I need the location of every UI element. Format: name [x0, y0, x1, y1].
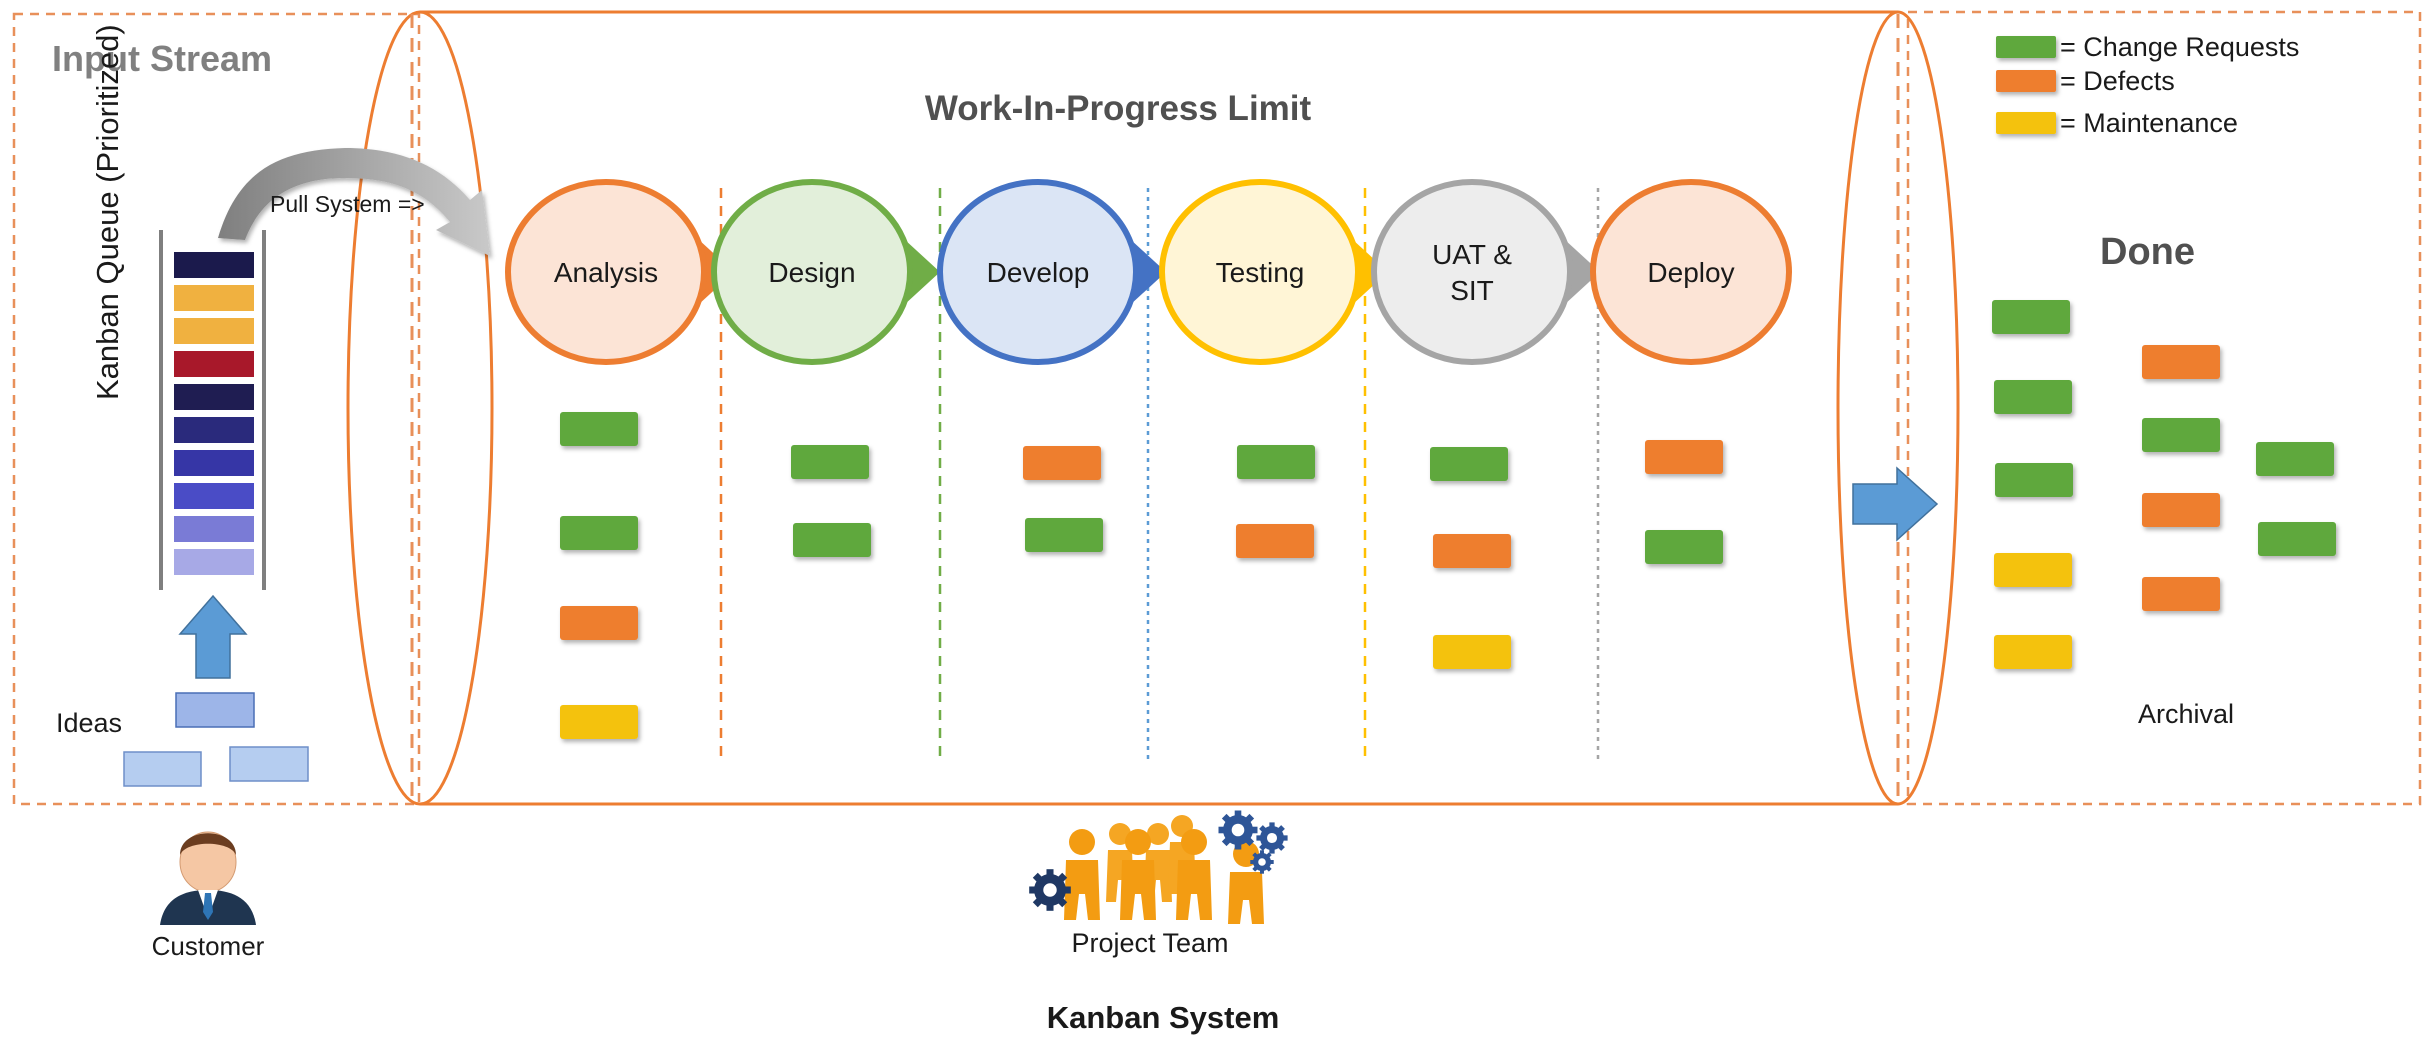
queue-item: [174, 516, 254, 542]
stage-design: Design: [711, 179, 940, 365]
input-stream-region: [12, 12, 421, 806]
done-item-defect: [2142, 493, 2220, 527]
wip-cylinder-left-cap: [346, 10, 494, 806]
work-item-change-request: [1645, 530, 1723, 564]
work-item-change-request: [791, 445, 869, 479]
stage-label: Design: [768, 257, 855, 288]
stage-label: Analysis: [554, 257, 658, 288]
done-item-change-request: [1995, 463, 2073, 497]
stage-circle: [1590, 179, 1792, 365]
legend-swatch: [1996, 36, 2056, 58]
kanban-system-title: Kanban System: [1047, 1000, 1280, 1035]
legend-item: = Defects: [1996, 66, 2175, 96]
kanban-queue: [174, 252, 254, 575]
done-item-maintenance: [1994, 553, 2072, 587]
queue-item: [174, 483, 254, 509]
wip-limit-title: Work-In-Progress Limit: [925, 89, 1312, 128]
input-stream-title: Input Stream: [52, 38, 272, 79]
work-item-change-request: [793, 523, 871, 557]
gear-icon: [1218, 810, 1258, 850]
legend: = Change Requests = Defects = Maintenance: [1996, 32, 2299, 138]
stage-circle: [1159, 179, 1361, 365]
workflow-stages: Analysis Design Develop Testing UAT & SIT Depl…: [505, 179, 1792, 365]
legend-item: = Maintenance: [1996, 108, 2238, 138]
work-item-maintenance: [1433, 635, 1511, 669]
stage-label: SIT: [1450, 275, 1494, 306]
stage-circle: [505, 179, 707, 365]
stage-testing: Testing: [1159, 179, 1388, 365]
done-item-change-request: [2256, 442, 2334, 476]
queue-item: [174, 252, 254, 278]
stage-work-items: [560, 412, 1723, 739]
gear-icon: [1256, 822, 1288, 854]
legend-label: = Change Requests: [2060, 32, 2299, 62]
legend-item: = Change Requests: [1996, 32, 2299, 62]
stage-circle: [1371, 179, 1573, 365]
queue-item: [174, 417, 254, 443]
done-item-change-request: [1994, 380, 2072, 414]
legend-label: = Defects: [2060, 66, 2175, 96]
legend-label: = Maintenance: [2060, 108, 2238, 138]
stage-circle: [937, 179, 1139, 365]
queue-item: [174, 285, 254, 311]
work-item-defect: [1236, 524, 1314, 558]
work-item-change-request: [560, 412, 638, 446]
gear-icon: [1250, 850, 1274, 874]
work-item-defect: [1023, 446, 1101, 480]
queue-item: [174, 450, 254, 476]
done-item-defect: [2142, 577, 2220, 611]
stage-circle: [711, 179, 913, 365]
stage-deploy: Deploy: [1590, 179, 1792, 365]
done-item-change-request: [2142, 418, 2220, 452]
idea-card: [175, 692, 255, 728]
legend-swatch: [1996, 112, 2056, 134]
work-item-change-request: [1237, 445, 1315, 479]
pull-system-label: Pull System =>: [270, 191, 425, 217]
done-item-change-request: [2258, 522, 2336, 556]
stage-label: Deploy: [1647, 257, 1734, 288]
project-team-icon: [1029, 810, 1288, 924]
queue-item: [174, 549, 254, 575]
customer-label: Customer: [152, 931, 265, 961]
archival-label: Archival: [2138, 699, 2234, 729]
work-item-defect: [1645, 440, 1723, 474]
kanban-queue-label: Kanban Queue (Prioritized): [90, 24, 125, 400]
queue-item: [174, 384, 254, 410]
queue-item: [174, 318, 254, 344]
pull-arrow-icon: [218, 148, 490, 256]
queue-item: [174, 351, 254, 377]
up-arrow-icon: [178, 594, 248, 679]
work-item-maintenance: [560, 705, 638, 739]
done-work-items: [1992, 300, 2336, 669]
legend-swatch: [1996, 70, 2056, 92]
stage-label: Develop: [987, 257, 1090, 288]
work-item-defect: [560, 606, 638, 640]
project-team-label: Project Team: [1071, 928, 1228, 958]
idea-card: [229, 746, 309, 782]
done-region: [1906, 10, 2422, 806]
done-title: Done: [2100, 231, 2195, 273]
idea-card: [123, 751, 202, 787]
work-item-change-request: [1025, 518, 1103, 552]
work-item-change-request: [560, 516, 638, 550]
wip-cylinder-right-cap: [1836, 10, 1960, 806]
stage-label: UAT &: [1432, 239, 1512, 270]
wip-cylinder-body: [420, 10, 1898, 806]
done-item-defect: [2142, 345, 2220, 379]
customer-icon: [160, 831, 256, 925]
done-item-change-request: [1992, 300, 2070, 334]
done-arrow-icon: [1852, 466, 1939, 542]
stage-uat-sit: UAT & SIT: [1371, 179, 1600, 365]
stage-label: Testing: [1216, 257, 1305, 288]
done-item-maintenance: [1994, 635, 2072, 669]
stage-develop: Develop: [937, 179, 1166, 365]
ideas-label: Ideas: [56, 708, 122, 738]
work-item-change-request: [1430, 447, 1508, 481]
stage-analysis: Analysis: [505, 179, 734, 365]
gear-icon: [1029, 869, 1071, 911]
work-item-defect: [1433, 534, 1511, 568]
